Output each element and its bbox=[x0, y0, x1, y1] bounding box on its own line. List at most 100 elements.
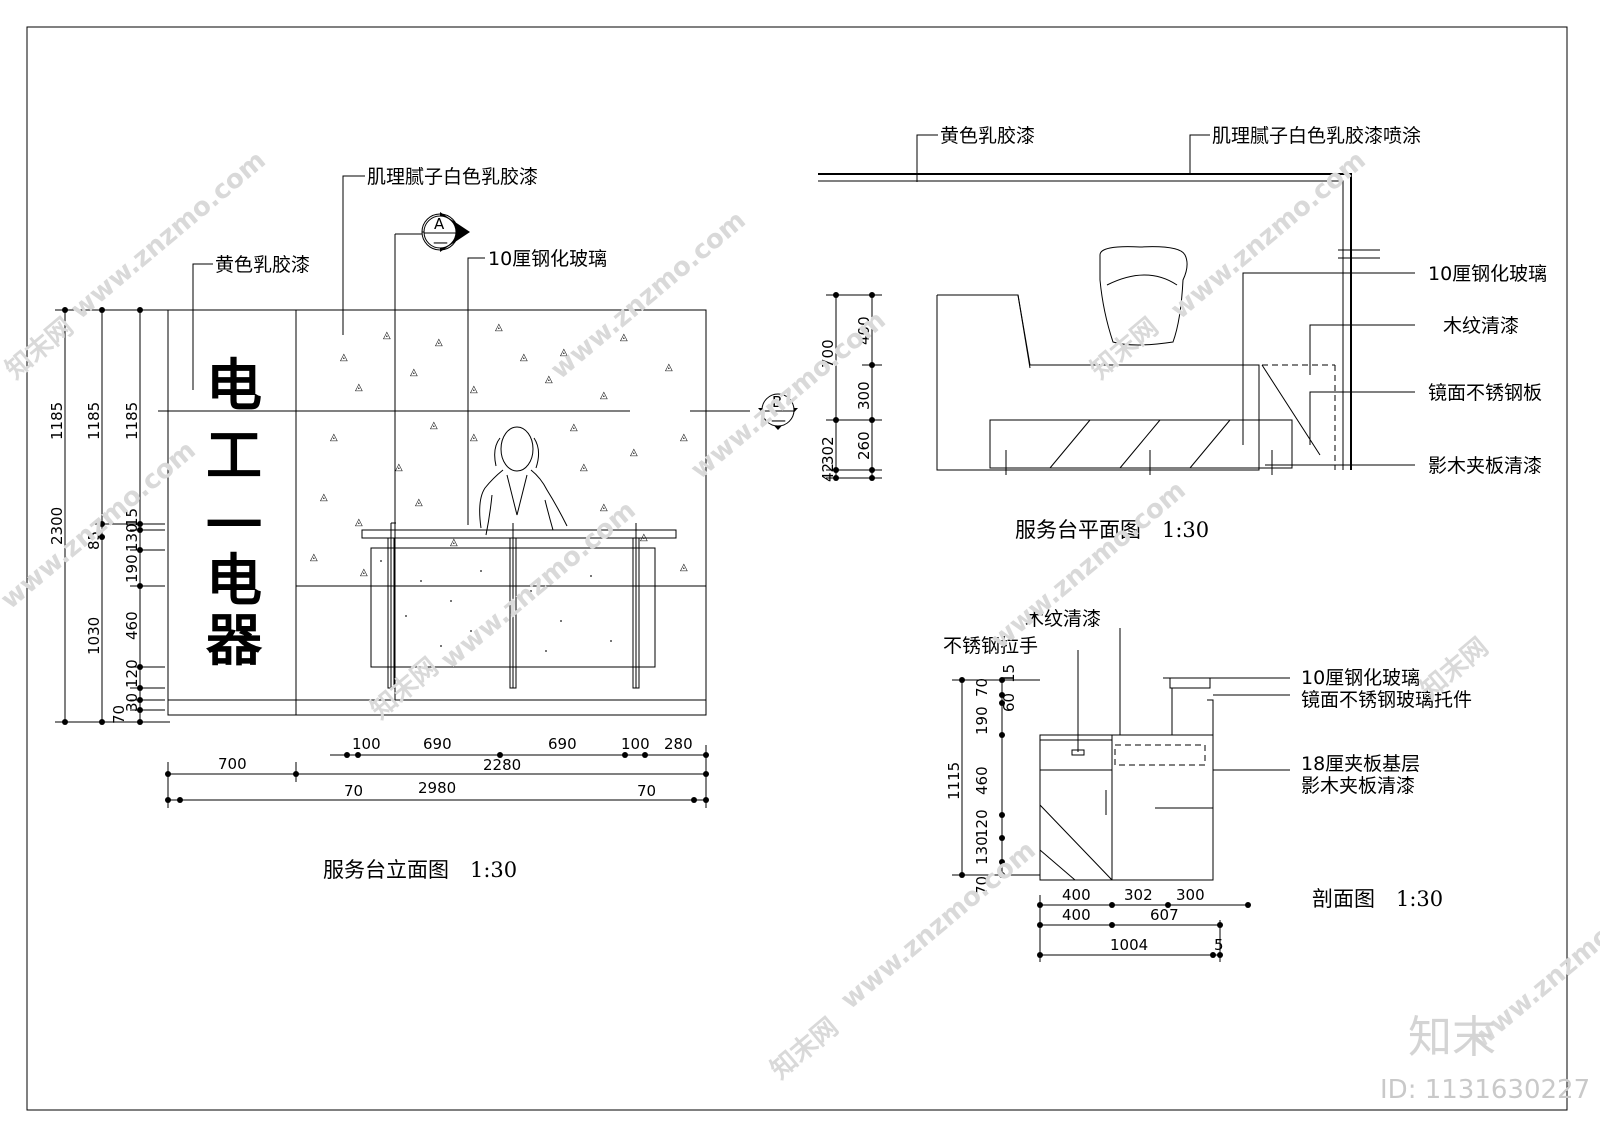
plan-label-wood-varnish: 木纹清漆 bbox=[1443, 315, 1519, 337]
svg-text:www.znzmo.com: www.znzmo.com bbox=[1165, 145, 1371, 325]
svg-text:◬: ◬ bbox=[600, 390, 608, 401]
svg-text:◬: ◬ bbox=[450, 537, 458, 548]
svg-text:B: B bbox=[772, 393, 782, 411]
svg-text:1185: 1185 bbox=[85, 402, 103, 440]
section-label-wood-varnish: 木纹清漆 bbox=[1025, 608, 1101, 630]
svg-text:www.znzmo.com: www.znzmo.com bbox=[545, 205, 751, 385]
svg-text:◬: ◬ bbox=[355, 517, 363, 528]
svg-text:◬: ◬ bbox=[665, 362, 673, 373]
svg-text:400: 400 bbox=[1062, 906, 1091, 924]
plan-label-mirror-steel: 镜面不锈钢板 bbox=[1428, 382, 1542, 404]
svg-text:120: 120 bbox=[123, 659, 141, 688]
svg-text:400: 400 bbox=[855, 316, 873, 345]
svg-text:2300: 2300 bbox=[48, 507, 66, 545]
sign-char: 电 bbox=[206, 549, 262, 614]
section-mark-a: A — bbox=[394, 212, 470, 700]
svg-text:◬: ◬ bbox=[680, 432, 688, 443]
svg-text:460: 460 bbox=[973, 766, 991, 795]
svg-text:◬: ◬ bbox=[620, 332, 628, 343]
svg-text:◬: ◬ bbox=[320, 492, 328, 503]
plan-counter bbox=[936, 294, 1336, 475]
section-dims-left: 1115 70 15 60 190 460 120 130 70 bbox=[945, 664, 1040, 895]
section-label-steel-handle: 不锈钢拉手 bbox=[943, 635, 1038, 657]
counter-speckle bbox=[380, 560, 612, 652]
section-view: 1115 70 15 60 190 460 120 130 70 400 302… bbox=[943, 608, 1472, 962]
section-label-shadow-wood: 影木夹板清漆 bbox=[1301, 775, 1415, 797]
svg-text:1185: 1185 bbox=[48, 402, 66, 440]
counter-glass-top bbox=[361, 529, 677, 539]
svg-text:◬: ◬ bbox=[470, 384, 478, 395]
svg-text:知末网: 知末网 bbox=[365, 652, 444, 725]
texture-speckle: ◬◬◬ ◬◬◬ ◬◬◬ ◬◬◬ ◬◬◬ ◬◬◬ ◬◬◬ ◬◬◬ ◬◬◬ ◬◬◬ bbox=[310, 322, 688, 578]
svg-text:70: 70 bbox=[110, 705, 128, 724]
elevation-view: ◬◬◬ ◬◬◬ ◬◬◬ ◬◬◬ ◬◬◬ ◬◬◬ ◬◬◬ ◬◬◬ ◬◬◬ ◬◬◬ bbox=[48, 166, 798, 882]
plan-view: 700 400 300 302 260 42 黄色乳胶漆 肌理腻子白色乳胶漆喷涂… bbox=[818, 125, 1547, 542]
plan-title: 服务台平面图 1:30 bbox=[1015, 518, 1209, 542]
svg-text:◬: ◬ bbox=[410, 367, 418, 378]
label-tempered-glass: 10厘钢化玻璃 bbox=[488, 248, 607, 270]
svg-text:◬: ◬ bbox=[580, 462, 588, 473]
svg-text:100: 100 bbox=[621, 735, 650, 753]
elevation-title: 服务台立面图 1:30 bbox=[323, 858, 517, 882]
svg-text:◬: ◬ bbox=[415, 497, 423, 508]
svg-text:◬: ◬ bbox=[570, 422, 578, 433]
elevation-dims-bottom: 100 690 690 100 280 700 2280 70 2980 70 bbox=[165, 735, 709, 808]
svg-text:www.znzmo.com: www.znzmo.com bbox=[435, 495, 641, 675]
svg-text:130: 130 bbox=[123, 523, 141, 552]
svg-text:700: 700 bbox=[218, 755, 247, 773]
svg-text:◬: ◬ bbox=[360, 567, 368, 578]
svg-text:5: 5 bbox=[1214, 936, 1224, 954]
svg-text:85: 85 bbox=[85, 531, 103, 550]
plan-label-tempered-glass: 10厘钢化玻璃 bbox=[1428, 263, 1547, 285]
svg-text:知末网: 知末网 bbox=[0, 312, 79, 385]
svg-text:◬: ◬ bbox=[495, 322, 503, 333]
person-figure bbox=[479, 426, 568, 536]
svg-text:130: 130 bbox=[973, 836, 991, 865]
section-mark-b: B — bbox=[758, 393, 798, 430]
svg-text:460: 460 bbox=[123, 611, 141, 640]
svg-text:www.znzmo.com: www.znzmo.com bbox=[0, 435, 202, 615]
svg-text:42: 42 bbox=[819, 463, 837, 482]
svg-text:—: — bbox=[771, 411, 786, 429]
svg-text:◬: ◬ bbox=[680, 562, 688, 573]
plan-chair bbox=[1099, 246, 1188, 346]
svg-text:70: 70 bbox=[973, 678, 991, 697]
sign-char: 电 bbox=[206, 354, 262, 419]
shop-sign: 电 工 一 电 器 bbox=[206, 354, 263, 674]
svg-text:400: 400 bbox=[1062, 886, 1091, 904]
svg-text:120: 120 bbox=[973, 809, 991, 838]
svg-text:A: A bbox=[434, 215, 445, 233]
svg-text:100: 100 bbox=[352, 735, 381, 753]
section-cabinet bbox=[1039, 677, 1214, 881]
drawing-frame bbox=[26, 26, 1568, 1111]
section-title: 剖面图 1:30 bbox=[1312, 887, 1443, 911]
svg-text:◬: ◬ bbox=[430, 420, 438, 431]
svg-text:◬: ◬ bbox=[630, 447, 638, 458]
svg-text:知末网: 知末网 bbox=[1085, 312, 1164, 385]
watermark-id: ID: 1131630227 bbox=[1380, 1075, 1590, 1105]
svg-text:1004: 1004 bbox=[1110, 936, 1148, 954]
label-texture-putty: 肌理腻子白色乳胶漆 bbox=[367, 166, 538, 188]
sign-char: 器 bbox=[206, 609, 263, 674]
svg-text:70: 70 bbox=[973, 876, 991, 895]
svg-text:700: 700 bbox=[819, 339, 837, 368]
svg-text:280: 280 bbox=[664, 735, 693, 753]
elevation-wall bbox=[167, 309, 707, 716]
section-label-glass-bracket: 镜面不锈钢玻璃托件 bbox=[1301, 689, 1472, 711]
svg-text:300: 300 bbox=[855, 381, 873, 410]
label-yellow-paint: 黄色乳胶漆 bbox=[215, 254, 310, 276]
sign-char: 工 bbox=[206, 424, 262, 489]
svg-text:◬: ◬ bbox=[310, 552, 318, 563]
section-label-tempered-glass: 10厘钢化玻璃 bbox=[1301, 667, 1420, 689]
svg-text:◬: ◬ bbox=[470, 432, 478, 443]
svg-text:30: 30 bbox=[123, 693, 141, 712]
svg-text:1030: 1030 bbox=[85, 617, 103, 655]
svg-text:www.znzmo.com: www.znzmo.com bbox=[65, 145, 271, 325]
watermark-logo: 知末 bbox=[1408, 1012, 1496, 1063]
elevation-dims-left: 1185 2300 1185 85 1030 1185 15 130 190 4… bbox=[48, 307, 170, 725]
svg-text:15: 15 bbox=[1000, 664, 1018, 683]
svg-text:—: — bbox=[433, 233, 448, 251]
section-dims-bottom: 400 302 300 400 607 1004 5 bbox=[1037, 886, 1251, 962]
svg-text:15: 15 bbox=[123, 508, 141, 527]
section-label-plywood-base: 18厘夹板基层 bbox=[1301, 753, 1420, 775]
